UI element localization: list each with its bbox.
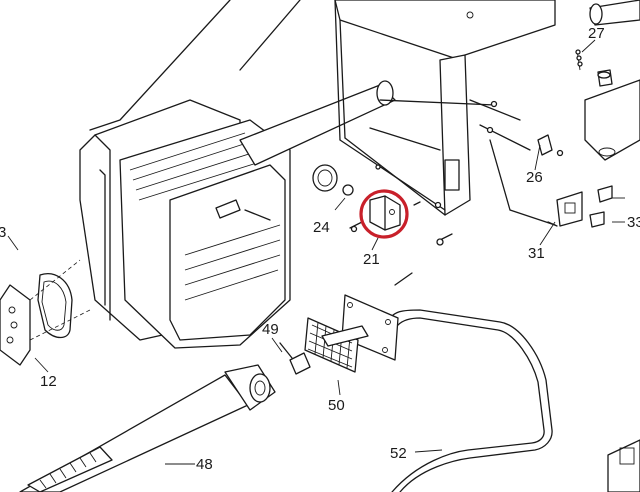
- callout-27: 27: [588, 25, 605, 42]
- callout-3: 3: [0, 224, 6, 241]
- callout-26: 26: [526, 169, 543, 186]
- exhaust-tube: [239, 80, 396, 192]
- callouts: 3 12 21 24 26 27 31 33 48 49 50 52: [0, 25, 640, 473]
- part-50-gasket: [304, 294, 399, 373]
- callout-12: 12: [40, 373, 57, 390]
- fasteners: [342, 100, 564, 246]
- callout-48: 48: [196, 456, 213, 473]
- callout-33: 33: [627, 214, 640, 231]
- part-48-burner: [19, 364, 276, 492]
- callout-21: 21: [363, 251, 380, 268]
- callout-31: 31: [528, 245, 545, 262]
- highlight-circle: [359, 189, 409, 239]
- part-49-fitting: [279, 342, 311, 375]
- part-12-plate: [0, 259, 91, 366]
- assembly-lines: [244, 99, 556, 286]
- callout-52: 52: [390, 445, 407, 462]
- callout-49: 49: [262, 321, 279, 338]
- part-52-tubing: [389, 309, 553, 492]
- leader-lines: [7, 39, 625, 465]
- callout-24: 24: [313, 219, 330, 236]
- right-components: [537, 0, 640, 492]
- mounting-frame: [334, 0, 556, 216]
- heater-housing: [79, 0, 301, 349]
- part-21-bracket: [369, 195, 401, 231]
- callout-50: 50: [328, 397, 345, 414]
